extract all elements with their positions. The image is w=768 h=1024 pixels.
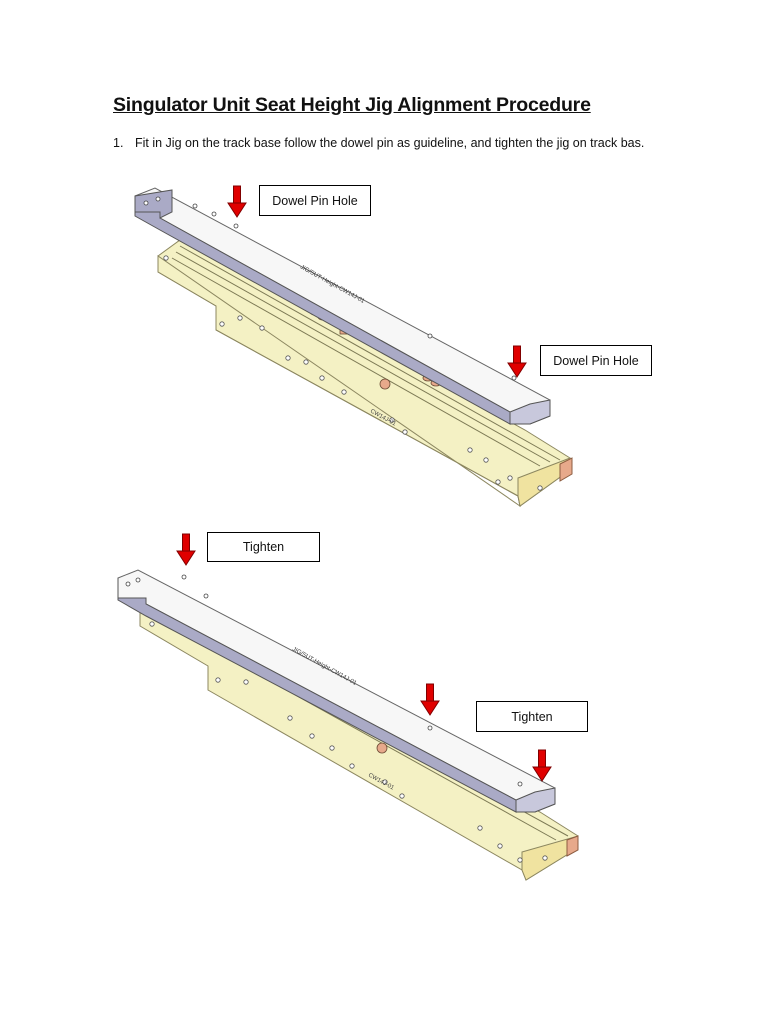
figure-1-jig-on-track: CW14J-01 JIG/SUT-Height-CW14J-01 [134, 185, 573, 508]
red-arrow-icon [176, 533, 196, 566]
step-1: 1. Fit in Jig on the track base follow th… [113, 136, 644, 150]
callout-dowel-pin-hole-2: Dowel Pin Hole [540, 345, 652, 376]
step-text: Fit in Jig on the track base follow the … [135, 136, 645, 150]
alignment-jig: JIG/SUT-Height-CW14J-01 [117, 569, 556, 813]
callout-dowel-pin-hole-1: Dowel Pin Hole [259, 185, 371, 216]
red-arrow-icon [532, 749, 552, 782]
track-base: CW14J-01 [157, 239, 573, 508]
step-number: 1. [113, 136, 124, 150]
red-arrow-icon [420, 683, 440, 716]
callout-tighten-2: Tighten [476, 701, 588, 732]
page-title: Singulator Unit Seat Height Jig Alignmen… [113, 94, 591, 116]
callout-tighten-1: Tighten [207, 532, 320, 562]
